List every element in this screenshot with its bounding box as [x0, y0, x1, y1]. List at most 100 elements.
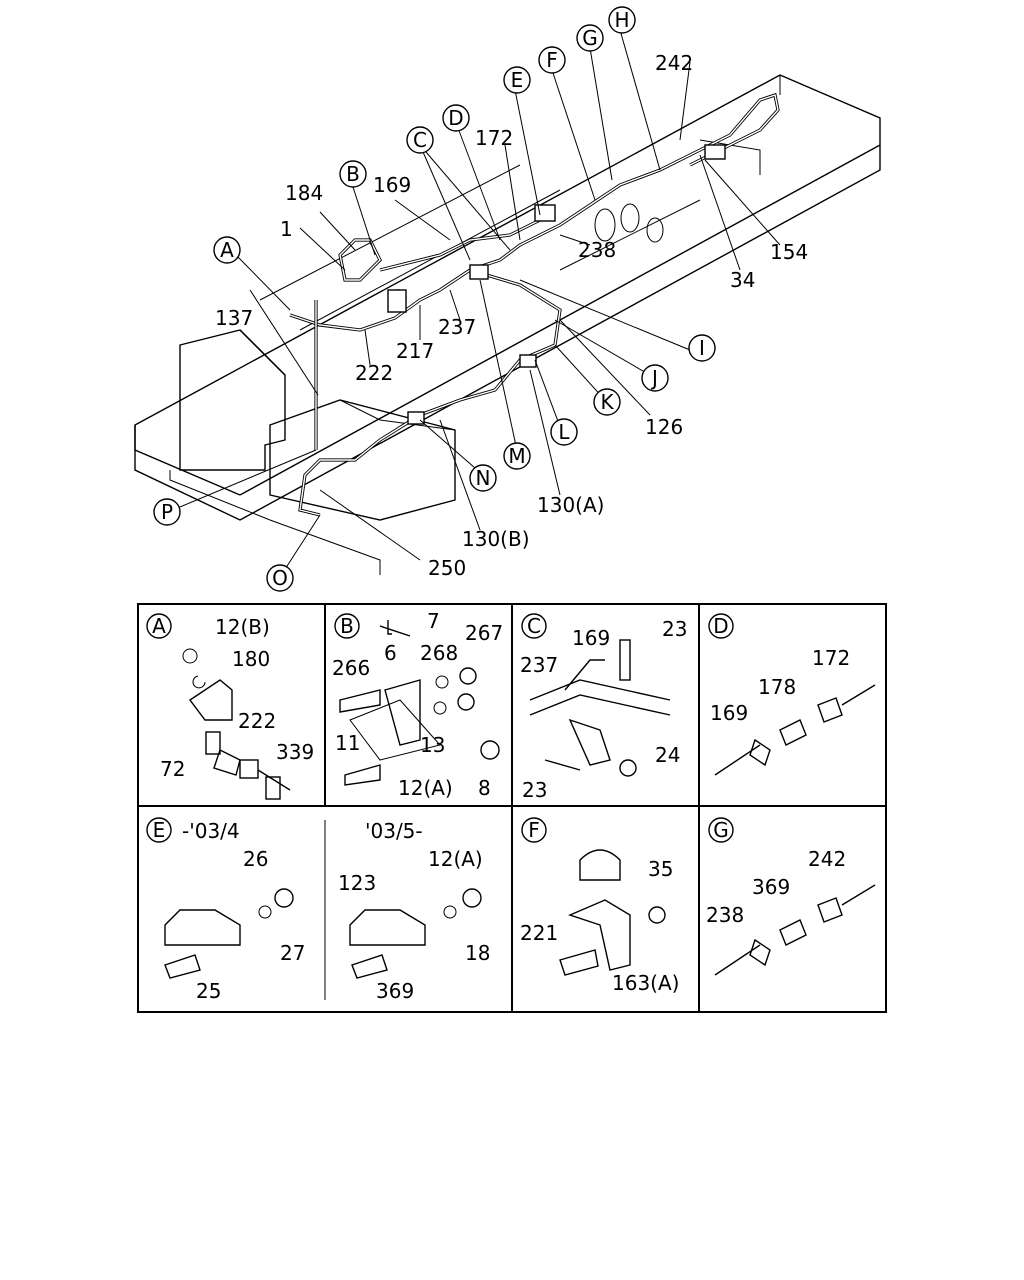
- callout-N: [469, 464, 497, 492]
- panel-g-letter: G: [713, 818, 729, 842]
- panel-c: C 169 23 237 24 23: [520, 613, 687, 802]
- panel-e2-label-0: 12(A): [428, 847, 483, 871]
- panel-a-label-4: 339: [276, 740, 314, 764]
- callout-P-text: P: [161, 500, 173, 524]
- panel-a-label-1: 180: [232, 647, 270, 671]
- callout-J-text: J: [650, 366, 658, 390]
- panel-b-letter: B: [340, 614, 354, 638]
- panel-a-label-2: 222: [238, 709, 276, 733]
- panel-b: B 7 267 266 6 268 11 13 12(A) 8: [332, 609, 503, 800]
- callout-A-text: A: [220, 238, 234, 262]
- callout-P: [153, 498, 181, 526]
- label-222: 222: [355, 361, 393, 385]
- panel-f-label-0: 35: [648, 857, 673, 881]
- panel-e2-label-3: 369: [376, 979, 414, 1003]
- panel-e2-label-1: 123: [338, 871, 376, 895]
- label-238: 238: [578, 238, 616, 262]
- panel-e1-label-0: 26: [243, 847, 268, 871]
- panel-b-label-3: 6: [384, 641, 397, 665]
- panel-g-label-1: 369: [752, 875, 790, 899]
- callout-circles: A B C D E F G H I J K L M N O P: [153, 6, 716, 592]
- callout-G-text: G: [582, 26, 598, 50]
- panel-a-letter: A: [152, 614, 166, 638]
- panel-c-label-4: 23: [522, 778, 547, 802]
- panel-a: A 12(B) 180 222 72 339: [146, 613, 314, 800]
- panel-c-label-1: 23: [662, 617, 687, 641]
- label-130b: 130(B): [462, 527, 530, 551]
- callout-C: [406, 126, 434, 154]
- callout-D: [442, 104, 470, 132]
- panel-d-label-1: 178: [758, 675, 796, 699]
- callout-D-text: D: [448, 106, 463, 130]
- label-169: 169: [373, 173, 411, 197]
- panel-c-label-3: 24: [655, 743, 680, 767]
- callout-K-text: K: [600, 390, 614, 414]
- panel-b-label-5: 11: [335, 731, 360, 755]
- label-217: 217: [396, 339, 434, 363]
- panel-f-label-2: 163(A): [612, 971, 679, 995]
- label-184: 184: [285, 181, 323, 205]
- panel-g: G 242 369 238: [706, 817, 876, 976]
- panel-b-label-4: 268: [420, 641, 458, 665]
- panel-b-label-7: 12(A): [398, 776, 453, 800]
- callout-I: [688, 334, 716, 362]
- panel-e2: '03/5- 12(A) 123 18 369: [338, 819, 490, 1003]
- label-130a: 130(A): [537, 493, 604, 517]
- callout-M-text: M: [508, 444, 525, 468]
- panel-b-label-0: 7: [427, 609, 440, 633]
- panel-f-letter: F: [528, 818, 540, 842]
- panel-b-label-1: 267: [465, 621, 503, 645]
- callout-J: [641, 364, 669, 392]
- callout-A: [213, 236, 241, 264]
- panel-e1-caption: -'03/4: [182, 819, 240, 843]
- panel-f-label-1: 221: [520, 921, 558, 945]
- panel-d: D 172 178 169: [708, 613, 876, 776]
- detail-panels-frame: [137, 603, 887, 1013]
- panel-e2-label-2: 18: [465, 941, 490, 965]
- callout-I-text: I: [699, 336, 705, 360]
- panel-b-label-2: 266: [332, 656, 370, 680]
- panel-f: F 35 221 163(A): [520, 817, 679, 995]
- panel-c-label-2: 237: [520, 653, 558, 677]
- callout-M: [503, 442, 531, 470]
- label-242: 242: [655, 51, 693, 75]
- label-34: 34: [730, 268, 755, 292]
- label-237: 237: [438, 315, 476, 339]
- callout-E: [503, 66, 531, 94]
- callout-H-text: H: [614, 8, 629, 32]
- panel-c-letter: C: [527, 614, 541, 638]
- panel-e-letter: E: [153, 818, 166, 842]
- callout-L-text: L: [558, 420, 570, 444]
- callout-B: [339, 160, 367, 188]
- part-labels: 242 172 184 169 1 238 154 34 137 237 217…: [215, 51, 808, 580]
- callout-O: [266, 564, 294, 592]
- label-154: 154: [770, 240, 808, 264]
- leader-lines: [167, 29, 781, 578]
- panel-e2-caption: '03/5-: [365, 819, 423, 843]
- callout-F-text: F: [546, 48, 558, 72]
- panel-e1: E -'03/4 26 27 25: [146, 817, 305, 1003]
- callout-H: [608, 6, 636, 34]
- callout-B-text: B: [346, 162, 360, 186]
- panel-g-label-0: 242: [808, 847, 846, 871]
- callout-F: [538, 46, 566, 74]
- panel-d-label-2: 169: [710, 701, 748, 725]
- label-172: 172: [475, 126, 513, 150]
- panel-e1-label-2: 25: [196, 979, 221, 1003]
- panel-b-label-8: 8: [478, 776, 491, 800]
- callout-N-text: N: [476, 466, 491, 490]
- callout-G: [576, 24, 604, 52]
- panel-g-label-2: 238: [706, 903, 744, 927]
- callout-K: [593, 388, 621, 416]
- panel-d-letter: D: [713, 614, 728, 638]
- callout-O-text: O: [272, 566, 288, 590]
- label-137: 137: [215, 306, 253, 330]
- label-250: 250: [428, 556, 466, 580]
- panel-e1-label-1: 27: [280, 941, 305, 965]
- label-126: 126: [645, 415, 683, 439]
- brake-pipes: [289, 92, 780, 517]
- callout-C-text: C: [413, 128, 427, 152]
- label-1: 1: [280, 217, 293, 241]
- callout-E-text: E: [511, 68, 524, 92]
